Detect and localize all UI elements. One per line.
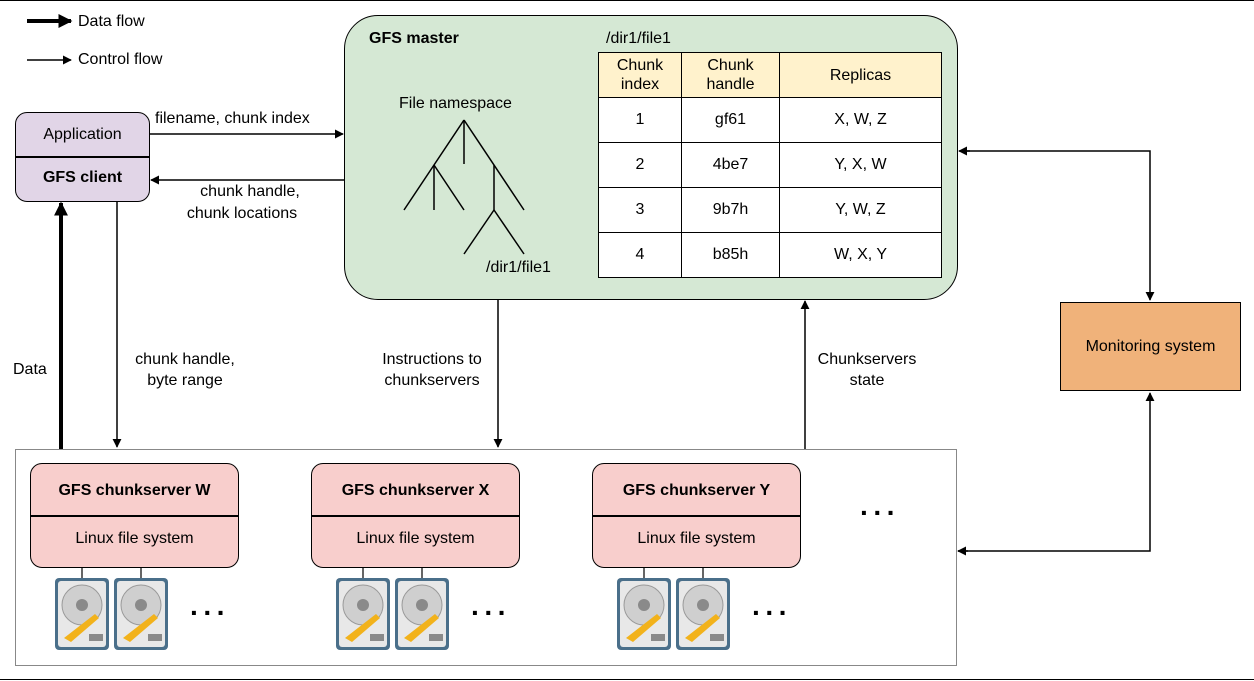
table-row: 2 4be7 Y, X, W: [598, 142, 942, 188]
edge-label-instructions-2: chunkservers: [384, 372, 480, 389]
edge-label-chunk-handle-byte-range-1: chunk handle,: [135, 351, 235, 368]
top-border: [0, 0, 1254, 1]
chunkserver-y-fs: Linux file system: [637, 530, 756, 547]
table-cell: 9b7h: [681, 187, 780, 233]
file-namespace-label: File namespace: [399, 95, 512, 112]
table-cell: W, X, Y: [779, 232, 942, 278]
edge-label-filename-chunk-index: filename, chunk index: [155, 110, 310, 127]
edge-label-instructions-1: Instructions to: [382, 351, 482, 368]
chunkserver-divider: [30, 515, 239, 517]
table-cell: 3: [598, 187, 682, 233]
table-cell: b85h: [681, 232, 780, 278]
table-row: 1 gf61 X, W, Z: [598, 97, 942, 143]
more-chunkservers-ellipsis: ···: [860, 497, 900, 528]
table-cell: Y, W, Z: [779, 187, 942, 233]
edge-label-chunkservers-state-2: state: [849, 372, 885, 389]
bottom-border: [0, 679, 1254, 680]
table-cell: 4be7: [681, 142, 780, 188]
table-title: /dir1/file1: [606, 30, 671, 47]
table-header-chunk-index: Chunk index: [598, 52, 682, 98]
hard-disk-icon: [617, 578, 671, 650]
chunkserver-x-title: GFS chunkserver X: [341, 482, 490, 499]
table-cell: Y, X, W: [779, 142, 942, 188]
chunkserver-divider: [592, 515, 801, 517]
table-cell: X, W, Z: [779, 97, 942, 143]
gfs-client-label: GFS client: [42, 169, 123, 186]
more-disks-ellipsis: ···: [752, 597, 792, 628]
namespace-file-label: /dir1/file1: [486, 259, 551, 276]
table-header-replicas: Replicas: [779, 52, 942, 98]
client-divider: [15, 156, 150, 158]
edge-label-data: Data: [13, 361, 47, 378]
edge-label-chunk-handle-locations-1: chunk handle,: [200, 183, 300, 200]
table-cell: 2: [598, 142, 682, 188]
table-header-chunk-handle: Chunk handle: [681, 52, 780, 98]
monitoring-system-label: Monitoring system: [1085, 338, 1216, 355]
chunkserver-x-fs: Linux file system: [356, 530, 475, 547]
gfs-master-title: GFS master: [369, 30, 459, 47]
chunk-table: Chunk index Chunk handle Replicas 1 gf61…: [598, 52, 942, 278]
legend-data-flow-label: Data flow: [78, 13, 145, 30]
table-cell: 4: [598, 232, 682, 278]
connector-monitoring-chunkservers: [958, 392, 1155, 552]
more-disks-ellipsis: ···: [190, 597, 230, 628]
hard-disk-icon: [395, 578, 449, 650]
table-row: 3 9b7h Y, W, Z: [598, 187, 942, 233]
legend-control-flow-label: Control flow: [78, 51, 163, 68]
chunkserver-w-fs: Linux file system: [75, 530, 194, 547]
edge-label-chunk-handle-locations-2: chunk locations: [186, 205, 298, 222]
edge-label-chunk-handle-byte-range-2: byte range: [147, 372, 223, 389]
hard-disk-icon: [114, 578, 168, 650]
chunkserver-w-title: GFS chunkserver W: [58, 482, 211, 499]
table-cell: 1: [598, 97, 682, 143]
edge-label-chunkservers-state-1: Chunkservers: [817, 351, 917, 368]
hard-disk-icon: [336, 578, 390, 650]
hard-disk-icon: [676, 578, 730, 650]
chunkserver-divider: [311, 515, 520, 517]
hard-disk-icon: [55, 578, 109, 650]
connector-master-monitoring: [960, 150, 1155, 301]
table-row: 4 b85h W, X, Y: [598, 232, 942, 278]
monitoring-system-box: [1060, 302, 1241, 391]
chunkserver-y-title: GFS chunkserver Y: [622, 482, 771, 499]
table-cell: gf61: [681, 97, 780, 143]
application-label: Application: [43, 126, 122, 143]
more-disks-ellipsis: ···: [471, 597, 511, 628]
